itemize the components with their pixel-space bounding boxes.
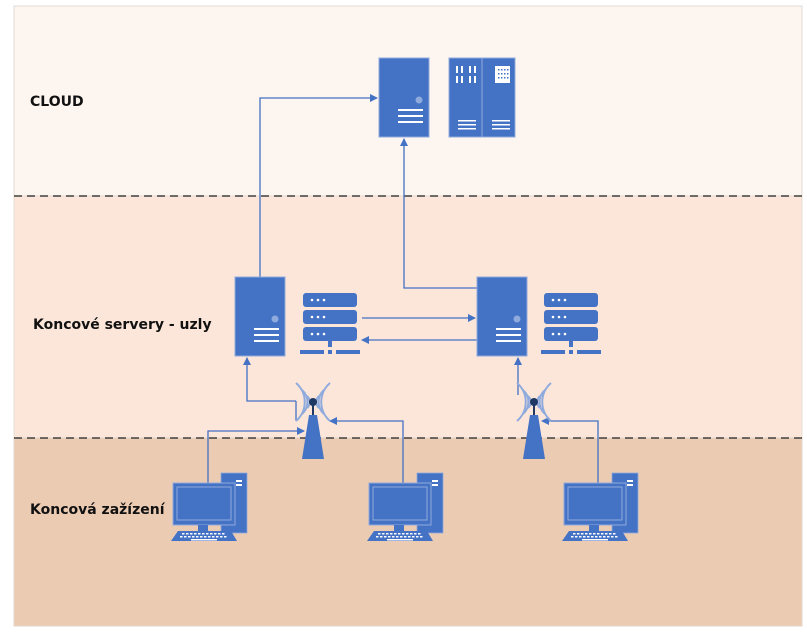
- connector-edge-left-to-cloud: [259, 94, 378, 277]
- connector-pc-left-to-tower-left: [207, 427, 305, 500]
- connector-pc-middle-to-tower-left: [329, 417, 404, 500]
- layer-label-devices: Koncová zažízení: [30, 502, 166, 518]
- edge-server-left-icon: [234, 276, 286, 357]
- layer-label-edge: Koncové servery - uzly: [33, 317, 212, 333]
- connector-pc-right-to-tower-right: [541, 417, 599, 500]
- layer-band-edge: [13, 195, 803, 439]
- layer-label-cloud: CLOUD: [30, 94, 84, 110]
- cloud-rack-icon: [448, 57, 516, 138]
- connector-tower-left-to-edge-left: [243, 357, 296, 402]
- cloud-server-icon: [378, 57, 430, 138]
- edge-server-right-icon: [476, 276, 528, 357]
